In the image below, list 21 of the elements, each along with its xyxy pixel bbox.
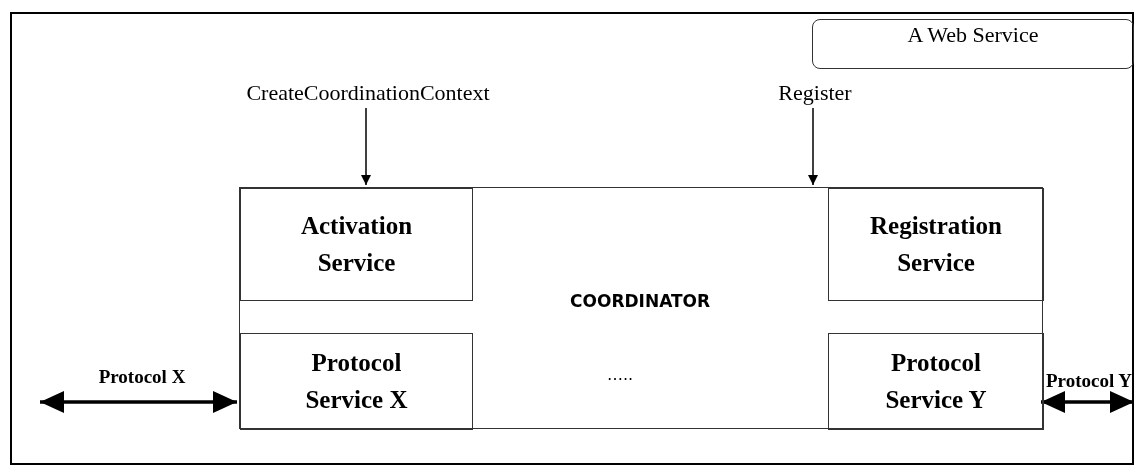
operation-label: Register xyxy=(778,80,852,106)
operation-label: CreateCoordinationContext xyxy=(246,80,490,106)
service-name-label: A Web Service xyxy=(812,19,1134,69)
ellipsis-note: ….. xyxy=(605,365,635,384)
service-name: Activation Service xyxy=(299,211,414,278)
coordinator-title: COORDINATOR xyxy=(570,291,710,311)
service-box xyxy=(828,188,1044,301)
double-arrow xyxy=(40,391,237,413)
arrow xyxy=(361,107,371,186)
web-service-frame xyxy=(10,12,1134,465)
arrow xyxy=(808,107,818,186)
service-box xyxy=(240,333,473,430)
service-name: Registration Service xyxy=(869,211,1003,278)
edge-label: Protocol X xyxy=(97,366,187,388)
service-box xyxy=(828,333,1044,430)
service-box xyxy=(240,188,473,301)
coordinator-box xyxy=(239,187,1043,429)
edge-label: Protocol Y xyxy=(1045,370,1133,392)
double-arrow xyxy=(1041,391,1134,413)
service-name: Protocol Service Y xyxy=(884,348,988,415)
service-name: Protocol Service X xyxy=(304,348,409,415)
